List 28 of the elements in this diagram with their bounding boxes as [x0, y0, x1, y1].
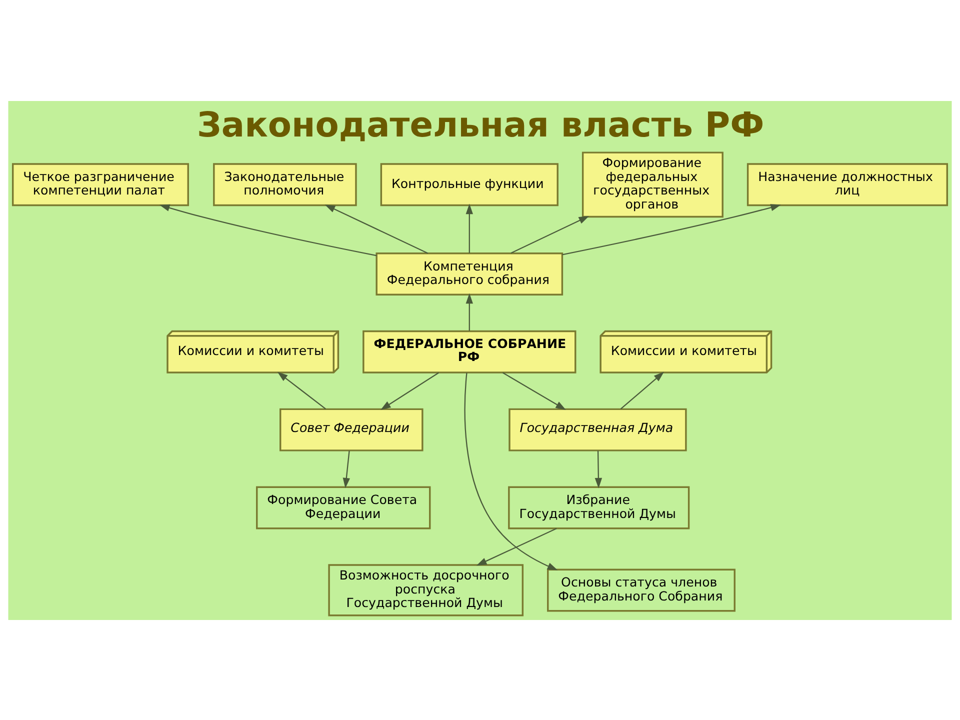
arrow	[594, 450, 602, 488]
arrow	[324, 204, 428, 254]
arrow	[342, 450, 350, 488]
diagram-title: Законодательная власть РФ	[197, 105, 764, 146]
node-box: Формирование Совета Федерации	[256, 486, 431, 529]
node-box: Возможность досрочного роспуска Государственной Думы	[328, 564, 524, 616]
node-box: Компетенция Федерального собрания	[376, 252, 564, 295]
node-box: Государственная Дума	[508, 408, 687, 451]
arrow	[466, 292, 474, 330]
arrow	[466, 203, 474, 253]
arrow	[159, 204, 377, 256]
arrow	[620, 371, 664, 409]
node-box: Четкое разграничение компетенции палат	[12, 162, 189, 206]
arrow	[510, 215, 590, 254]
node-box: Контрольные функции	[380, 162, 558, 206]
arrow	[476, 527, 557, 566]
node-box: Формирование федеральных государственных органов	[582, 151, 724, 218]
node-box: Основы статуса членов Федерального Собрания	[547, 568, 736, 612]
arrow	[562, 204, 782, 255]
arrow	[380, 372, 440, 410]
node-box: ФЕДЕРАЛЬНОЕ СОБРАНИЕ РФ	[362, 330, 576, 373]
arrow	[277, 371, 326, 409]
node-box: Назначение должностных лиц	[746, 162, 948, 206]
arrow	[464, 372, 558, 570]
arrow	[502, 372, 566, 410]
node-box: Совет Федерации	[280, 408, 424, 451]
node-box: Законодательные полномочия	[213, 162, 357, 206]
node-box: Избрание Государственной Думы	[508, 486, 690, 529]
